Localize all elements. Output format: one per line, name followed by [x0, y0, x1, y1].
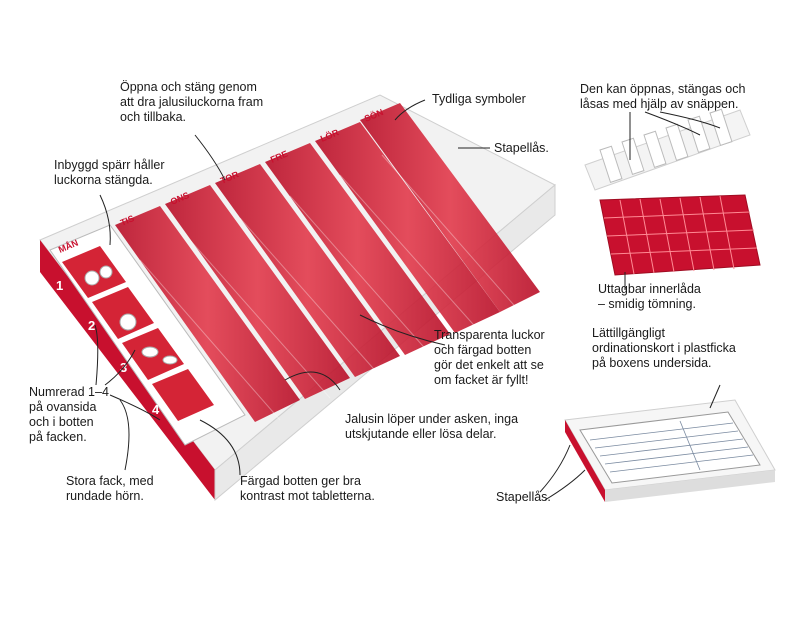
label-jalusin: Jalusin löper under asken, inga utskjuta… [345, 412, 519, 441]
label-uttagbar-innerlada: Uttagbar innerlåda – smidig tömning. [598, 282, 701, 311]
label-transparenta-luckor: Transparenta luckor och färgad botten gö… [434, 328, 545, 387]
leader-lines [94, 99, 721, 501]
inner-tray-inset [584, 108, 761, 276]
label-oppna-stang: Öppna och stäng genom att dra jalusiluck… [120, 80, 264, 124]
label-stora-fack: Stora fack, med rundade hörn. [66, 474, 154, 503]
pill-organizer: MÅN TIS ONS TOR FRE LÖR SÖN 1 2 3 4 [39, 94, 556, 502]
label-inbyggd-sparr: Inbyggd spärr håller luckorna stängda. [54, 158, 165, 187]
underside-inset [564, 399, 776, 502]
compartment-number: 4 [152, 402, 160, 417]
compartment-number: 1 [56, 278, 63, 293]
compartment-number: 2 [88, 318, 95, 333]
monday-column [49, 224, 246, 446]
label-stapellas-bottom: Stapellås. [496, 490, 551, 504]
label-numrerad: Numrerad 1–4 på ovansida och i botten på… [29, 385, 109, 444]
closed-columns [115, 103, 540, 422]
label-lattillgangligt: Lättillgängligt ordinationskort i plastf… [592, 326, 736, 370]
label-kan-oppnas: Den kan öppnas, stängas och låsas med hj… [580, 82, 746, 111]
label-tydliga-symboler: Tydliga symboler [432, 92, 526, 106]
label-fargad-botten: Färgad botten ger bra kontrast mot table… [240, 474, 375, 503]
label-stapellas-top: Stapellås. [494, 141, 549, 155]
